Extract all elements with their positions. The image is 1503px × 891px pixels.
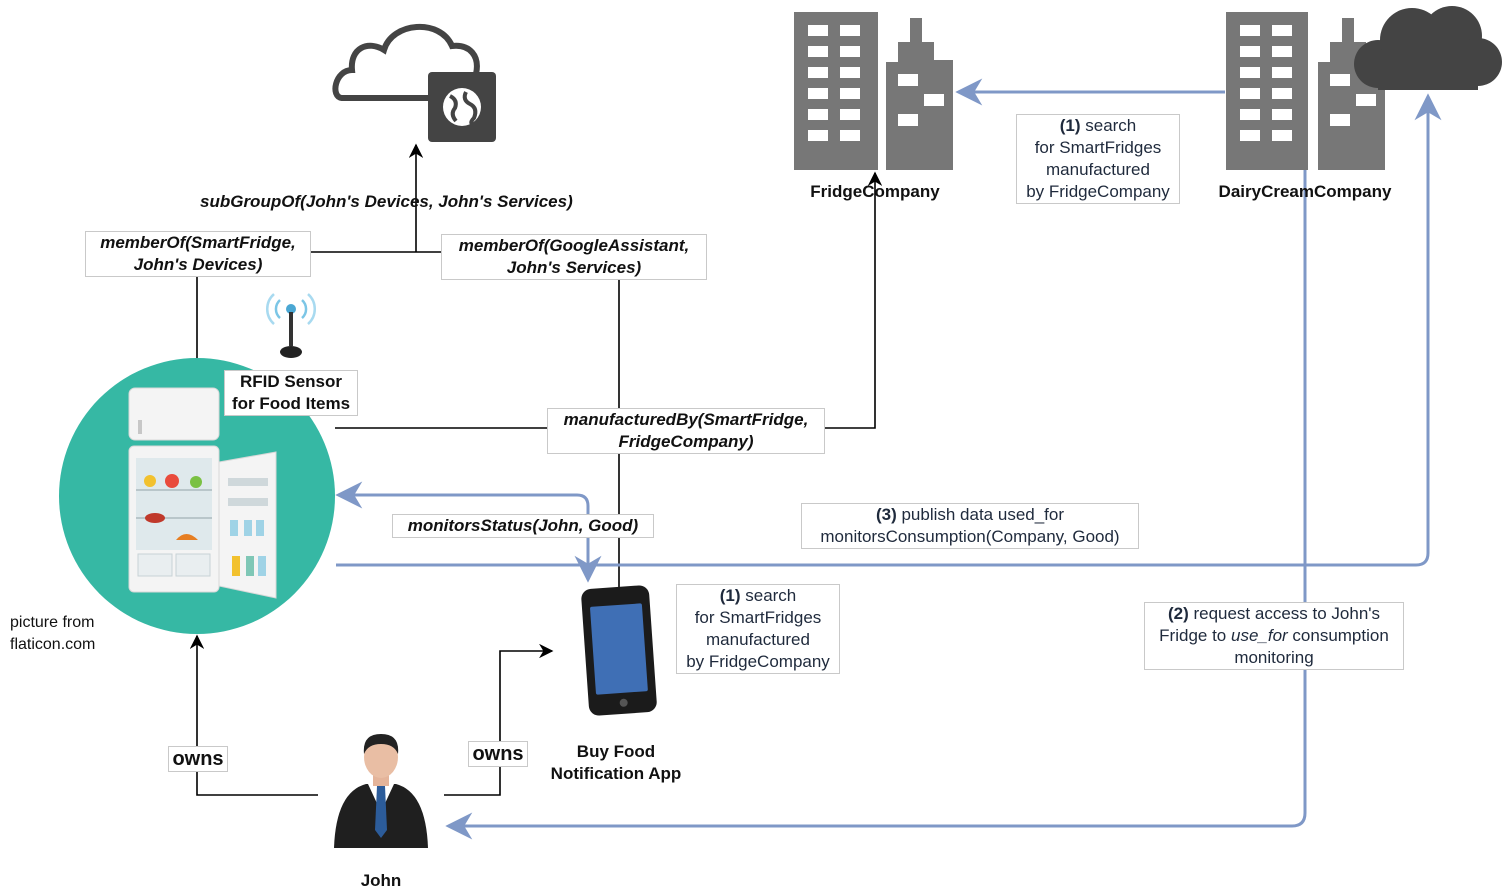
owns-fridge-label: owns — [168, 746, 228, 772]
search-app-line-4: by FridgeCompany — [686, 652, 830, 671]
search-top-line-3: manufactured — [1046, 160, 1150, 179]
owns-app-label: owns — [468, 741, 528, 767]
fridge-company-caption: FridgeCompany — [810, 182, 940, 201]
request-text-1: request access to John's — [1188, 604, 1381, 623]
member-fridge-line-2: John's Devices) — [133, 255, 263, 274]
dairy-company-building-icon — [1226, 12, 1385, 170]
owns-app-line — [444, 643, 554, 796]
dark-cloud-icon — [1354, 6, 1502, 90]
search-step-app-label: (1) search for SmartFridges manufactured… — [676, 584, 840, 674]
search-top-line-4: by FridgeCompany — [1026, 182, 1170, 201]
request-step-number: (2) — [1167, 604, 1189, 623]
manufactured-by-line — [335, 171, 883, 429]
request-line-1: (2) request access to John's — [1147, 603, 1401, 625]
manufactured-by-line-1: manufacturedBy(SmartFridge, — [563, 410, 809, 429]
publish-line-1: (3) publish data used_for — [804, 504, 1136, 526]
request-text-2a: Fridge to — [1159, 626, 1231, 645]
fridge-icon — [59, 358, 335, 634]
search-app-line-2: for SmartFridges — [694, 608, 822, 627]
member-assistant-line-1: memberOf(GoogleAssistant, — [458, 236, 690, 255]
search-app-line-3: manufactured — [706, 630, 810, 649]
dairy-company-caption: DairyCreamCompany — [1218, 182, 1392, 201]
request-access-arrow — [445, 170, 1307, 840]
request-text-2b: consumption — [1287, 626, 1389, 645]
publish-line-2: monitorsConsumption(Company, Good) — [820, 527, 1120, 546]
cloud-globe-icon — [332, 23, 496, 142]
rfid-sensor-caption: RFID Sensor for Food Items — [224, 370, 358, 416]
publish-step-number: (3) — [875, 505, 897, 524]
request-text-2-emphasis: use_for — [1230, 626, 1288, 645]
search-top-step-number: (1) — [1059, 116, 1081, 135]
app-caption-line-2: Notification App — [550, 764, 682, 783]
subgroup-relation-label: subGroupOf(John's Devices, John's Servic… — [200, 192, 573, 211]
request-line-2: Fridge to use_for consumption — [1147, 625, 1401, 647]
publish-data-arrow — [336, 93, 1442, 567]
black-connectors — [189, 143, 883, 796]
search-step-top-label: (1) search for SmartFridges manufactured… — [1016, 114, 1180, 204]
member-fridge-line-1: memberOf(SmartFridge, — [100, 233, 296, 252]
owns-fridge-line — [189, 634, 318, 796]
fridge-company-building-icon — [794, 12, 953, 170]
search-app-line-1: (1) search — [679, 585, 837, 607]
credit-line-2: flaticon.com — [10, 636, 96, 653]
request-line-3: monitoring — [1234, 648, 1314, 667]
publish-text-1: publish data used_for — [896, 505, 1065, 524]
john-caption: John — [360, 871, 402, 890]
member-assistant-line-2: John's Services) — [506, 258, 642, 277]
rfid-antenna-icon — [265, 293, 317, 358]
app-caption: Buy Food Notification App — [536, 741, 696, 785]
monitors-status-relation-label: monitorsStatus(John, Good) — [392, 514, 654, 538]
request-step-label: (2) request access to John's Fridge to u… — [1144, 602, 1404, 670]
search-top-line-1: (1) search — [1019, 115, 1177, 137]
publish-step-label: (3) publish data used_for monitorsConsum… — [801, 503, 1139, 549]
search-top-line-2: for SmartFridges — [1034, 138, 1162, 157]
manufactured-by-relation-label: manufacturedBy(SmartFridge, FridgeCompan… — [547, 408, 825, 454]
credit-line-1: picture from — [10, 614, 95, 631]
app-caption-line-1: Buy Food — [576, 742, 656, 761]
rfid-caption-line-1: RFID Sensor — [239, 372, 343, 391]
blue-flows — [335, 78, 1442, 840]
search-app-step-number: (1) — [719, 586, 741, 605]
search-top-text-1: search — [1080, 116, 1137, 135]
monitors-status-arrow — [335, 481, 602, 583]
person-icon — [334, 734, 428, 848]
member-assistant-relation-label: memberOf(GoogleAssistant, John's Service… — [441, 234, 707, 280]
search-app-text-1: search — [740, 586, 797, 605]
smartphone-icon — [581, 585, 657, 716]
rfid-caption-line-2: for Food Items — [231, 394, 351, 413]
member-fridge-relation-label: memberOf(SmartFridge, John's Devices) — [85, 231, 311, 277]
manufactured-by-line-2: FridgeCompany) — [618, 432, 754, 451]
image-credit: picture from flaticon.com — [4, 612, 120, 656]
